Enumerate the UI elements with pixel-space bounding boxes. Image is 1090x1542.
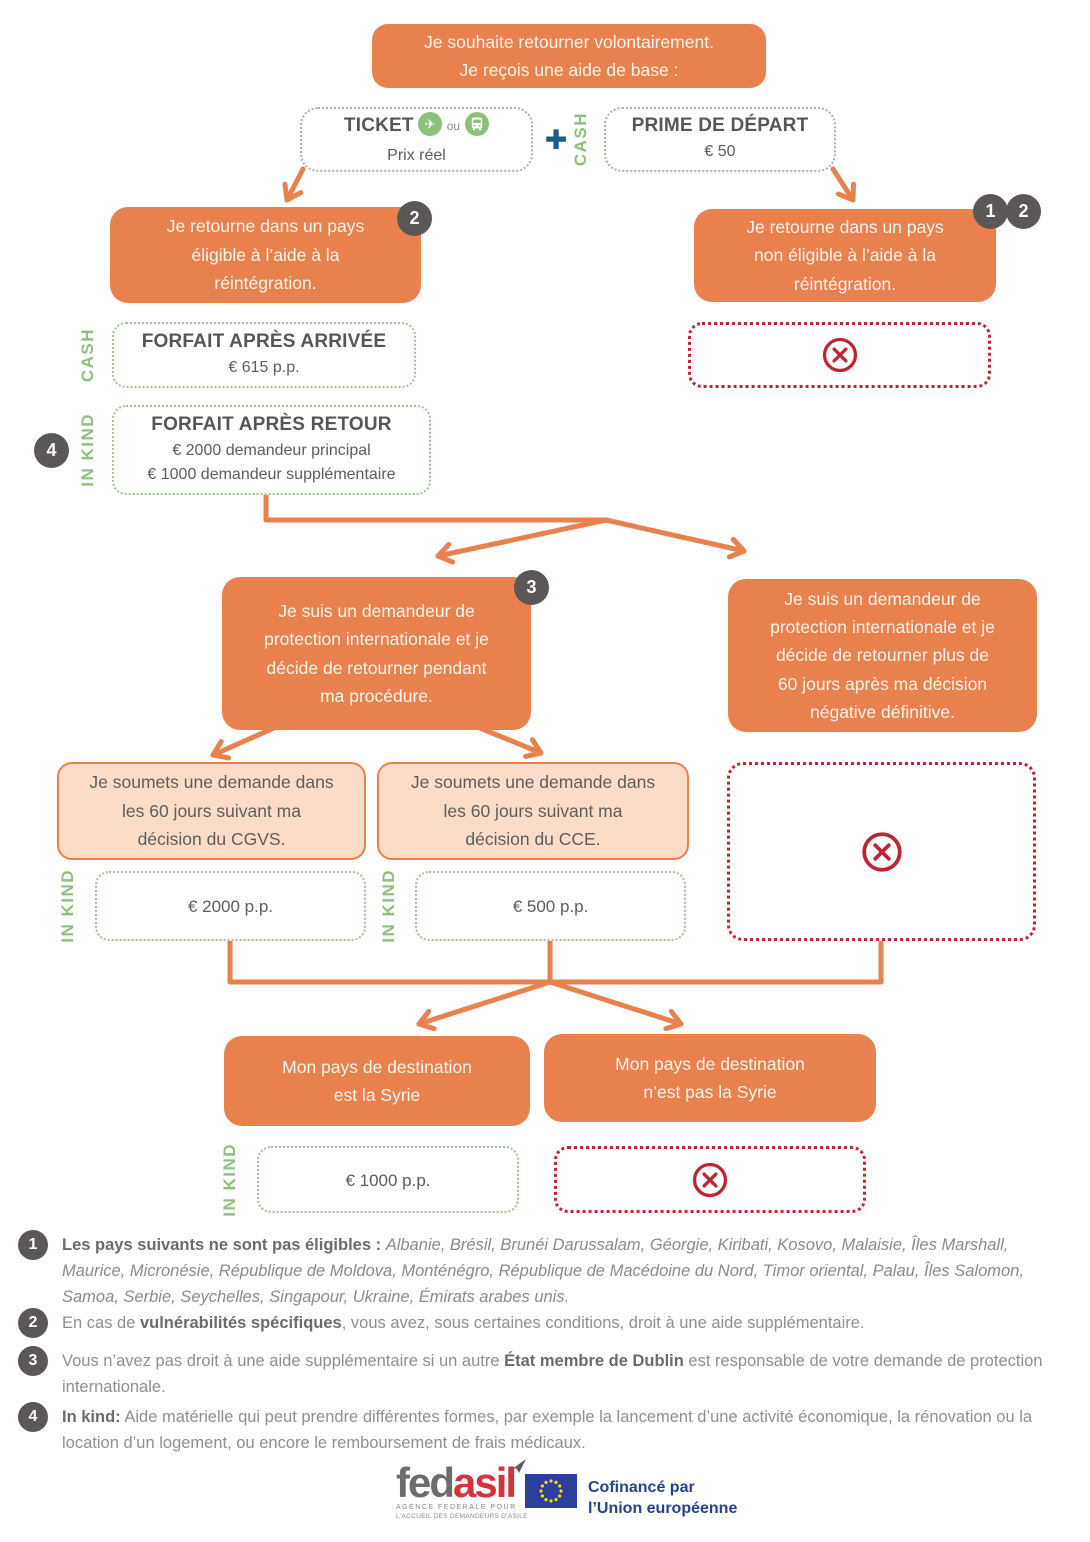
cce-box: Je soumets une demande dans les 60 jours… [377,762,689,860]
footnote-4-badge: 4 [18,1402,48,1432]
eligible-country-box: Je retourne dans un pays éligible à l’ai… [110,207,421,303]
bus-icon [465,111,490,141]
trunk-forfait-retour [263,489,609,523]
trunk-destination [227,938,884,985]
in-kind-label-cce: IN KIND [379,869,398,943]
fedasil-arrow-icon [507,1459,526,1473]
no-aid-box-middle [727,762,1036,941]
note-badge-3: 3 [514,570,549,605]
footnote-2-text: En cas de vulnérabilités spécifiques, vo… [62,1314,865,1332]
note-badge-1: 1 [973,194,1008,229]
eu-flag-icon [525,1474,577,1513]
applicant-during-box: Je suis un demandeur de protection inter… [222,577,531,730]
footnote-3-text: Vous n’avez pas droit à une aide supplém… [62,1352,1043,1396]
note-badge-4: 4 [34,433,69,468]
note-badge-2b: 2 [1006,194,1041,229]
footnote-1-text: Les pays suivants ne sont pas éligibles … [62,1236,1024,1306]
non-eligible-country-box: Je retourne dans un pays non éligible à … [694,209,996,302]
forfait-arrivee-amount: € 615 p.p. [228,358,300,376]
cgvs-amount-box: € 2000 p.p. [95,871,366,941]
not-syria-box: Mon pays de destination n’est pas la Syr… [544,1034,876,1122]
forfait-retour-box: FORFAIT APRÈS RETOUR € 2000 demandeur pr… [112,405,431,495]
cgvs-amount: € 2000 p.p. [187,897,274,917]
rejected-icon [692,1162,728,1197]
fedasil-logo-gray: fed [396,1459,455,1506]
fedasil-tagline-1: AGENCE FEDERALE POUR [396,1504,517,1511]
no-aid-box-bottom [554,1146,866,1213]
arrow-to-applicant-during [435,517,609,565]
footnote-2-badge: 2 [18,1308,48,1338]
no-aid-box-top [688,322,991,388]
ticket-title: TICKET [343,115,414,137]
prime-amount: € 50 [704,143,736,161]
fedasil-tagline-2: L'ACCUEIL DES DEMANDEURS D'ASILE [396,1513,528,1520]
prime-title: PRIME DE DÉPART [631,115,809,137]
applicant-after-box: Je suis un demandeur de protection inter… [728,579,1037,732]
footnote-3-badge: 3 [18,1346,48,1376]
footnote-1-badge: 1 [18,1230,48,1260]
in-kind-label-syria: IN KIND [220,1142,239,1217]
footnote-4-text: In kind: Aide matérielle qui peut prendr… [62,1408,1033,1452]
fedasil-logo-red: asil [453,1459,517,1506]
rejected-icon [822,337,857,373]
ticket-subtitle: Prix réel [387,146,446,164]
or-label: ou [446,119,461,134]
cash-label-top: CASH [571,112,590,167]
syria-box: Mon pays de destination est la Syrie [224,1036,530,1126]
arrow-to-not-syria [547,979,684,1032]
forfait-retour-title: FORFAIT APRÈS RETOUR [151,414,392,436]
cash-label-left: CASH [78,327,97,383]
forfait-retour-details: € 2000 demandeur principal € 1000 demand… [147,442,396,483]
cce-amount: € 500 p.p. [512,897,589,917]
cgvs-box: Je soumets une demande dans les 60 jours… [57,762,366,860]
syria-amount: € 1000 p.p. [345,1170,431,1190]
fedasil-logo: fedasil AGENCE FEDERALE POUR L'ACCUEIL D… [396,1459,528,1520]
arrow-to-cgvs [210,725,277,761]
ticket-box: TICKET ✈ ou Prix réel [300,107,533,172]
prime-box: PRIME DE DÉPART € 50 [604,107,836,172]
arrow-to-applicant-after [603,517,747,560]
note-badge-2: 2 [397,201,432,236]
forfait-arrivee-box: FORFAIT APRÈS ARRIVÉE € 615 p.p. [112,322,416,388]
svg-text:✈: ✈ [424,117,435,132]
eu-cofinance-label: Cofinancé par l’Union européenne [588,1479,738,1517]
arrow-ticket-to-eligible [282,166,306,203]
cce-amount-box: € 500 p.p. [415,871,686,941]
plus-icon: ✚ [544,124,568,156]
syria-amount-box: € 1000 p.p. [257,1146,519,1213]
start-box: Je souhaite retourner volontairement. Je… [372,24,766,88]
arrow-to-cce [477,725,544,759]
rejected-icon [861,831,902,872]
plane-icon: ✈ [417,111,442,141]
in-kind-label-cgvs: IN KIND [58,869,77,943]
forfait-arrivee-title: FORFAIT APRÈS ARRIVÉE [141,330,387,352]
in-kind-label-left: IN KIND [78,413,97,487]
arrow-to-syria [416,979,553,1032]
arrow-prime-to-non-eligible [830,166,857,203]
